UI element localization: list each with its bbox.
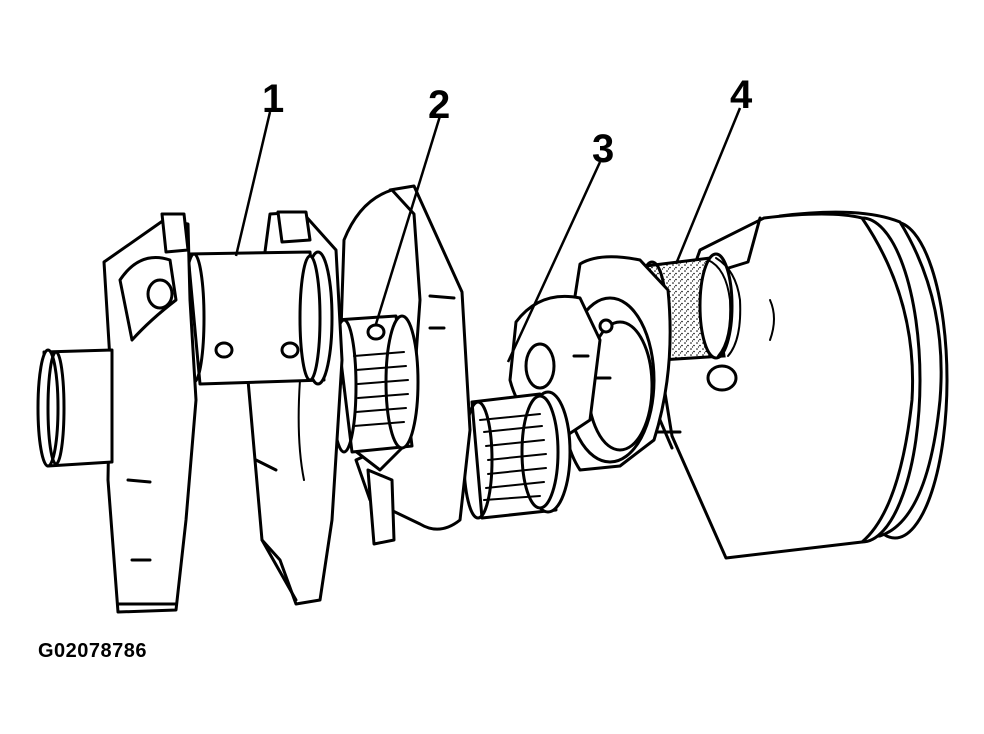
callout-3: 3 (592, 127, 614, 171)
rear-flange (650, 210, 949, 560)
leader-4 (674, 107, 742, 265)
callout-leaders (234, 107, 742, 363)
front-snout (36, 348, 114, 468)
rear-crank-web (508, 255, 672, 472)
center-main-journal (462, 390, 572, 520)
front-main-journal (182, 250, 334, 386)
leader-1 (234, 111, 272, 257)
leader-2 (374, 115, 442, 325)
callout-2: 2 (428, 83, 450, 127)
figure-id-label: G02078786 (38, 640, 148, 662)
front-web-1 (102, 212, 198, 614)
crankpin-journal (330, 314, 420, 454)
callout-4: 4 (730, 73, 753, 117)
callout-1: 1 (262, 77, 284, 121)
leader-3 (506, 161, 602, 363)
